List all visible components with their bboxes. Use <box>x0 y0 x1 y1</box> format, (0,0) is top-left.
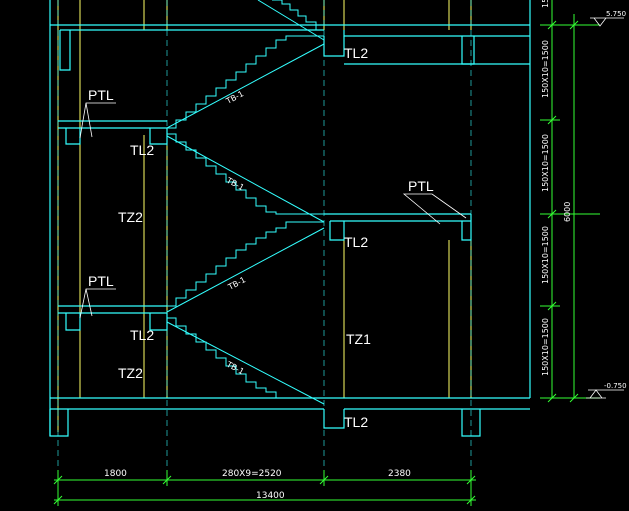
structure-outline <box>49 0 531 437</box>
label-tz2-upper: TZ2 <box>118 209 143 225</box>
axis-lines <box>57 0 472 470</box>
stair-flights <box>166 0 325 405</box>
label-tb1-flight-5: TB-1 <box>224 359 245 376</box>
label-tz1: TZ1 <box>346 331 371 347</box>
dim-right-1: 150X10=1500 <box>541 40 550 98</box>
label-tl2-top: TL2 <box>344 45 368 61</box>
label-tl2-middle: TL2 <box>344 234 368 250</box>
elevation-marker-bottom <box>586 389 624 399</box>
stair-flight-5 <box>167 317 324 399</box>
stair-flight-4 <box>167 221 324 307</box>
label-tl2-upper-left: TL2 <box>130 142 154 158</box>
stair-flight-2 <box>167 35 324 129</box>
bottom-dimension-lines <box>53 470 476 506</box>
dim-bottom-2: 280X9=2520 <box>222 469 282 479</box>
elevation-marker-top <box>590 17 624 27</box>
right-dimension-lines <box>540 0 600 403</box>
elevation-bottom-label: -0.750 <box>604 382 627 390</box>
dim-right-3: 150X10=1500 <box>541 226 550 284</box>
label-ptl-upper: PTL <box>88 87 114 103</box>
label-tz2-lower: TZ2 <box>118 365 143 381</box>
label-ptl-lower: PTL <box>88 273 114 289</box>
dim-right-4: 150X10=1500 <box>541 318 550 376</box>
dim-bottom-1: 1800 <box>104 469 127 479</box>
ptl-leaders <box>79 102 467 319</box>
label-tl2-lower-left: TL2 <box>130 327 154 343</box>
dim-bottom-total: 13400 <box>256 491 285 501</box>
dim-right-total: 6000 <box>563 202 572 222</box>
elevation-top-label: 5.750 <box>606 10 626 18</box>
dim-bottom-3: 2380 <box>388 469 411 479</box>
label-tb1-flight-4: TB-1 <box>226 275 247 292</box>
label-ptl-middle: PTL <box>408 178 434 194</box>
label-tl2-bottom: TL2 <box>344 414 368 430</box>
dim-right-2: 150X10=1500 <box>541 134 550 192</box>
label-tb1-flight-3: TB-1 <box>224 175 245 192</box>
stair-flight-3 <box>167 133 324 215</box>
dim-right-top-partial: 150 <box>541 0 550 8</box>
stair-flight-1 <box>272 0 317 30</box>
label-tb1-flight-2: TB-1 <box>224 89 245 106</box>
